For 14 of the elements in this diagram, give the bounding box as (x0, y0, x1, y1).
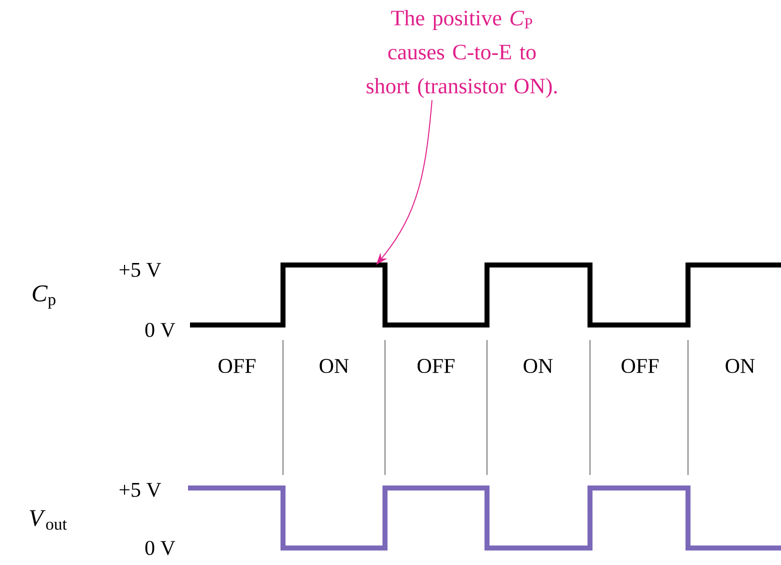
state-label: ON (726, 358, 755, 374)
signal-name: V$_{out}$ (30, 510, 67, 530)
level-label: 0 V (145, 322, 176, 338)
callout-text: The positive C$_{P}$ causes C-to-E to short (transistor ON). (366, 10, 557, 98)
level-label: 0 V (145, 540, 176, 556)
signal-name: C$_{p}$ (32, 285, 56, 309)
state-label: OFF (418, 358, 454, 374)
level-label: +5 V (120, 482, 162, 498)
clock-waveform (190, 262, 781, 328)
state-label: OFF (622, 358, 658, 374)
level-label: +5 V (120, 262, 162, 278)
state-label: OFF (218, 358, 256, 374)
state-label: ON (524, 358, 553, 374)
state-label: ON (320, 358, 349, 374)
